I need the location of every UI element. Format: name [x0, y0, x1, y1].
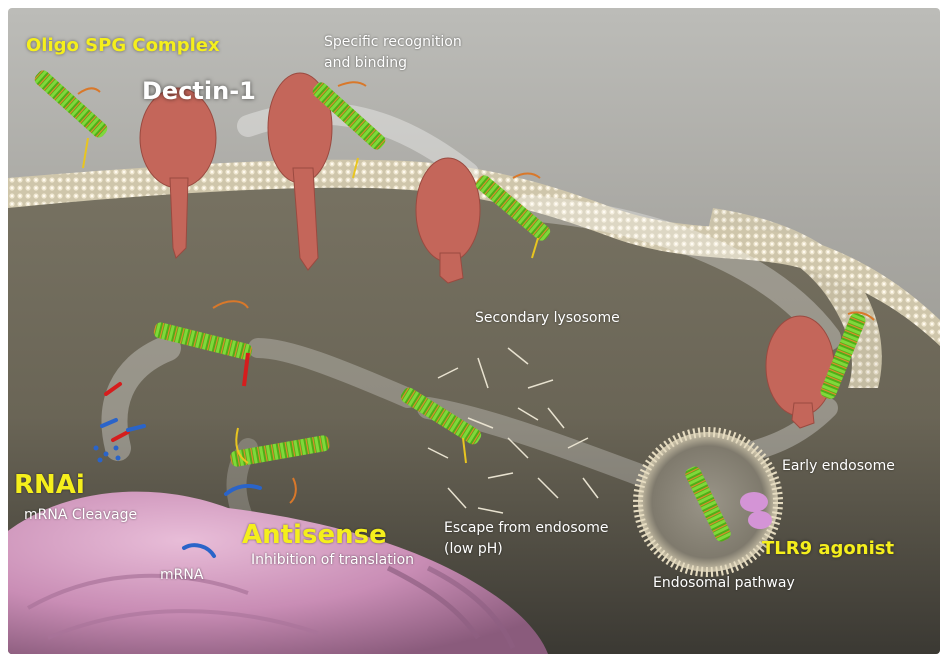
membrane-invagination: [708, 208, 882, 388]
label-endosomal-pathway: Endosomal pathway: [653, 575, 795, 591]
label-specific-recognition-line2: and binding: [324, 55, 407, 71]
helix-icon: [230, 427, 330, 504]
cell-illustration: [8, 8, 940, 654]
label-specific-recognition-line1: Specific recognition: [324, 34, 462, 50]
helix-icon: [400, 387, 482, 464]
helix-icon: [312, 81, 386, 179]
helix-icon: [820, 311, 875, 399]
protein-icon: [765, 315, 835, 429]
label-specific-recognition: Specific recognition and binding: [324, 32, 462, 74]
rna-dots: [93, 445, 121, 463]
label-secondary-lysosome: Secondary lysosome: [475, 310, 620, 326]
helix-icon: [34, 70, 108, 169]
protein-icon: [415, 157, 481, 284]
rna-fragments: [100, 382, 262, 558]
label-escape-from-endosome: Escape from endosome (low pH): [444, 518, 608, 560]
label-inhibition-of-translation: Inhibition of translation: [251, 552, 415, 568]
label-escape-line1: Escape from endosome: [444, 520, 609, 536]
label-oligo-spg-complex: Oligo SPG Complex: [26, 35, 220, 56]
label-dectin-1: Dectin-1: [142, 77, 256, 105]
label-rnai: RNAi: [14, 470, 85, 500]
helix-icon: [475, 172, 551, 259]
label-escape-line2: (low pH): [444, 541, 503, 557]
label-mrna: mRNA: [160, 567, 204, 583]
label-antisense: Antisense: [242, 520, 387, 550]
protein-icon: [267, 72, 333, 271]
protein-icon: [139, 87, 217, 259]
label-early-endosome: Early endosome: [782, 458, 895, 474]
diagram-scene: Oligo SPG Complex Dectin-1 Specific reco…: [8, 8, 940, 654]
label-tlr9-agonist: TLR9 agonist: [762, 538, 895, 559]
lysosome-debris: [427, 347, 599, 514]
vesicle-icon: [633, 427, 783, 577]
helix-icon: [153, 300, 253, 387]
label-mrna-cleavage: mRNA Cleavage: [24, 507, 138, 523]
